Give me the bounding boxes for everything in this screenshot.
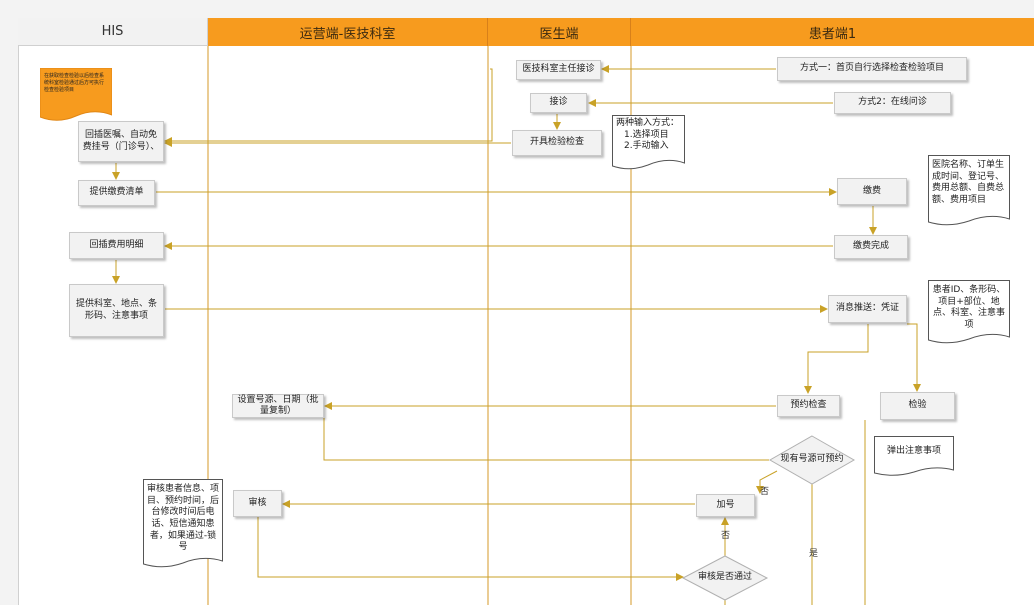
node-exam[interactable]: 检验 xyxy=(880,392,955,420)
node-set-slots[interactable]: 设置号源、日期（批量复制） xyxy=(232,394,324,418)
decision-audit-pass-shape xyxy=(681,555,769,601)
lane-title-doctor: 医生端 xyxy=(539,26,579,42)
lane-title-ops: 运营端-医技科室 xyxy=(299,26,396,42)
node-pay-done[interactable]: 缴费完成 xyxy=(834,235,908,259)
doc-voucher-fields: 患者ID、条形码、项目+部位、地点、科室、注意事项 xyxy=(928,280,1010,346)
doc-audit-note: 审核患者信息、项目、预约时间，后台修改时间后电话、短信通知患者，如果通过-锁号 xyxy=(143,479,223,571)
node-method1[interactable]: 方式一：首页自行选择检查检验项目 xyxy=(777,57,967,81)
input-methods-title: 两种输入方式： xyxy=(616,118,680,128)
edge-label-yes: 是 xyxy=(809,549,819,559)
node-prescribe[interactable]: 开具检验检查 xyxy=(512,130,602,156)
node-director[interactable]: 医技科室主任接诊 xyxy=(516,60,601,80)
node-pay[interactable]: 缴费 xyxy=(837,178,907,205)
lane-header-his: HIS xyxy=(18,18,208,46)
node-add-slot[interactable]: 加号 xyxy=(696,494,755,517)
node-book-exam[interactable]: 预约检查 xyxy=(777,395,840,417)
node-consult[interactable]: 接诊 xyxy=(530,93,587,113)
doc-input-methods: 两种输入方式： 1.选择项目 2.手动输入 xyxy=(612,115,685,173)
doc-notice-popup: 弹出注意事项 xyxy=(874,436,954,478)
node-push-msg[interactable]: 消息推送：凭证 xyxy=(828,295,907,323)
doc-his-note: 在获取检查检验以后检查系统科室检验通过后方可执行检查检验项目 xyxy=(40,68,112,124)
node-method2[interactable]: 方式2：在线问诊 xyxy=(834,92,951,114)
input-method-select: 1.选择项目 xyxy=(624,129,669,140)
node-audit[interactable]: 审核 xyxy=(233,490,282,517)
lane-title-his: HIS xyxy=(101,24,124,39)
lane-header-ops: 运营端-医技科室 xyxy=(208,18,488,46)
input-method-manual: 2.手动输入 xyxy=(624,141,669,152)
decision-has-slots[interactable]: 现有号源可预约 xyxy=(780,454,844,465)
node-bill-list[interactable]: 提供缴费清单 xyxy=(78,180,155,206)
left-strip xyxy=(0,18,19,605)
edge-label-no-audit: 否 xyxy=(721,531,731,541)
lane-header-patient: 患者端1 xyxy=(631,18,1034,46)
node-provide-info[interactable]: 提供科室、地点、条形码、注意事项 xyxy=(69,284,164,337)
decision-has-slots-shape xyxy=(768,435,856,485)
lane-header-doctor: 医生端 xyxy=(488,18,631,46)
doc-fee-fields: 医院名称、订单生成时间、登记号、费用总额、自费总额、费用项目 xyxy=(928,155,1010,229)
node-callback-fee[interactable]: 回插费用明细 xyxy=(69,232,164,259)
node-callback-order[interactable]: 回插医嘱、自动免费挂号（门诊号）、 xyxy=(78,121,164,162)
decision-audit-pass[interactable]: 审核是否通过 xyxy=(697,572,752,583)
lane-title-patient: 患者端1 xyxy=(808,26,857,42)
edge-label-no-slots: 否 xyxy=(760,487,770,497)
